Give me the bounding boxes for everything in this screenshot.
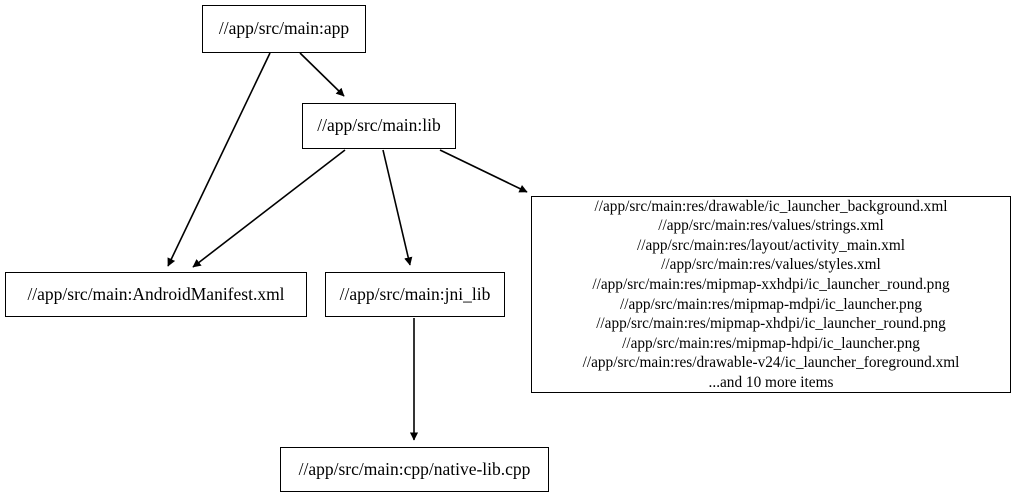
node-native-lib-cpp-label: //app/src/main:cpp/native-lib.cpp [298,458,531,479]
edge-lib-to-manifest [192,149,346,268]
edge-lib-to-jni [382,149,413,266]
node-res-bundle[interactable]: //app/src/main:res/drawable/ic_launcher_… [531,196,1011,393]
node-res-bundle-label: //app/src/main:res/drawable/ic_launcher_… [582,197,960,391]
node-app-label: //app/src/main:app [218,18,350,39]
node-app[interactable]: //app/src/main:app [202,5,366,53]
edge-lib-to-res [439,149,528,193]
node-android-manifest[interactable]: //app/src/main:AndroidManifest.xml [5,272,307,317]
node-jni-lib[interactable]: //app/src/main:jni_lib [325,272,505,317]
edge-app-to-lib [299,52,345,97]
node-lib-label: //app/src/main:lib [317,115,441,136]
node-jni-lib-label: //app/src/main:jni_lib [339,283,491,304]
node-android-manifest-label: //app/src/main:AndroidManifest.xml [27,283,285,304]
node-native-lib-cpp[interactable]: //app/src/main:cpp/native-lib.cpp [280,447,549,492]
edge-app-to-manifest [167,52,271,267]
node-lib[interactable]: //app/src/main:lib [302,103,456,149]
